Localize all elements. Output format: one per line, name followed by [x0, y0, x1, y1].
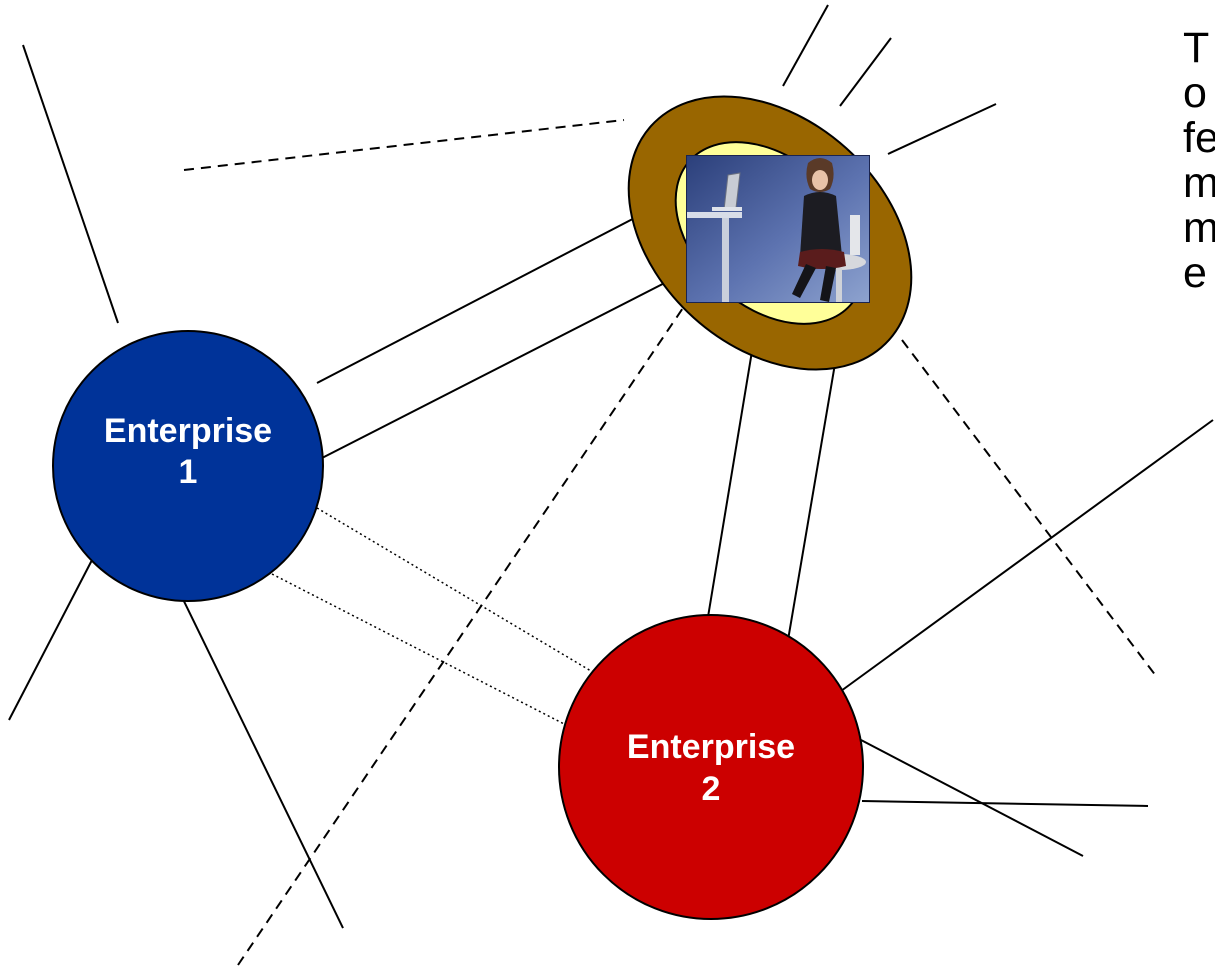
woman-figure [792, 158, 846, 302]
enterprise-1-number: 1 [179, 453, 198, 491]
line-person-top-2 [839, 37, 892, 107]
line-person-to-e2-1 [705, 326, 757, 630]
dotted-line-e1-e2-1 [316, 507, 592, 672]
person-node [627, 95, 913, 371]
solid-connections [8, 4, 1214, 929]
enterprise-2-label: Enterprise [627, 728, 795, 766]
side-text-line: e [1183, 249, 1207, 297]
line-e2-right-down [860, 739, 1084, 857]
dashed-line-bottom-to-person [237, 304, 686, 966]
dashed-line-person-to-right [901, 339, 1157, 677]
enterprise-2-circle [558, 614, 864, 920]
person-photo [686, 155, 870, 303]
line-e1-to-person-1 [316, 211, 647, 384]
line-person-right [887, 103, 997, 155]
dotted-line-e1-e2-2 [271, 573, 569, 727]
line-e2-right [861, 800, 1149, 807]
side-text-line: fe [1183, 114, 1215, 162]
enterprise-1-label: Enterprise [104, 412, 272, 450]
line-person-to-e2-2 [786, 351, 838, 647]
side-text-line: m [1183, 159, 1215, 207]
dashed-line-left-to-person [183, 119, 625, 171]
dotted-connections [271, 507, 592, 727]
side-text-block: T o fe m m e [1183, 26, 1215, 296]
side-text-line: o [1183, 69, 1207, 117]
dashed-connections [183, 119, 1157, 966]
enterprise-2-number: 2 [702, 770, 721, 808]
enterprise-2-node: Enterprise 2 [558, 614, 864, 920]
line-e1-bottom-left [8, 559, 93, 721]
enterprise-1-circle [52, 330, 324, 602]
line-e1-top-left [22, 44, 119, 324]
line-e1-bottom [179, 592, 344, 929]
chair-icon [850, 215, 860, 255]
line-e1-to-person-2 [321, 269, 691, 459]
side-text-line: m [1183, 204, 1215, 252]
desk-icon [686, 212, 742, 218]
line-person-top-1 [782, 4, 829, 87]
side-text-line: T [1183, 24, 1210, 72]
line-e2-right-up [840, 419, 1214, 692]
enterprise-1-node: Enterprise 1 [52, 330, 324, 602]
